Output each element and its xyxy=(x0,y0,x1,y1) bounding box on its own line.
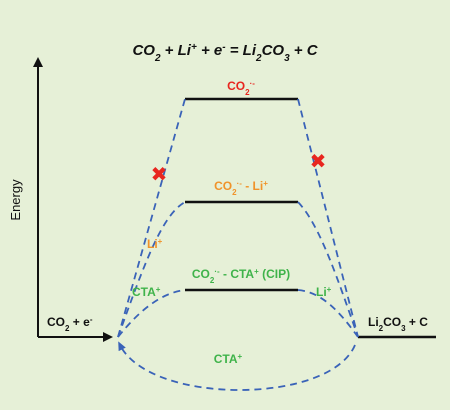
path-to-co2-cta-left xyxy=(117,289,186,338)
blocked-mark-right: ✖ xyxy=(310,151,327,173)
path-from-co2-cta-right xyxy=(297,289,359,338)
cta-regeneration-label: CTA+ xyxy=(214,352,243,367)
reactant-label: CO2 + e- xyxy=(47,315,93,333)
reaction-equation: CO2 + Li+ + e- = Li2CO3 + C xyxy=(132,42,318,64)
path-from-co2-radical-right xyxy=(297,98,359,338)
co2-cta-label: CO2·- - CTA+ (CIP) xyxy=(192,267,290,285)
co2-li-label: CO2·- - Li+ xyxy=(214,179,268,197)
cta-path-label: CTA+ xyxy=(132,285,161,300)
energy-axis-label: Energy xyxy=(8,179,23,221)
reaction-pathways xyxy=(117,98,359,391)
co2-radical-label: CO2·- xyxy=(227,79,255,97)
product-label: Li2CO3 + C xyxy=(368,315,428,333)
li-right-path-label: Li+ xyxy=(316,285,332,300)
path-to-co2-radical-left xyxy=(117,98,186,338)
blocked-mark-left: ✖ xyxy=(151,164,168,186)
path-to-co2-li-left xyxy=(117,201,186,338)
cta-regeneration-path xyxy=(118,341,356,391)
li-path-label: Li+ xyxy=(147,237,163,252)
path-from-co2-li-right xyxy=(297,201,359,338)
